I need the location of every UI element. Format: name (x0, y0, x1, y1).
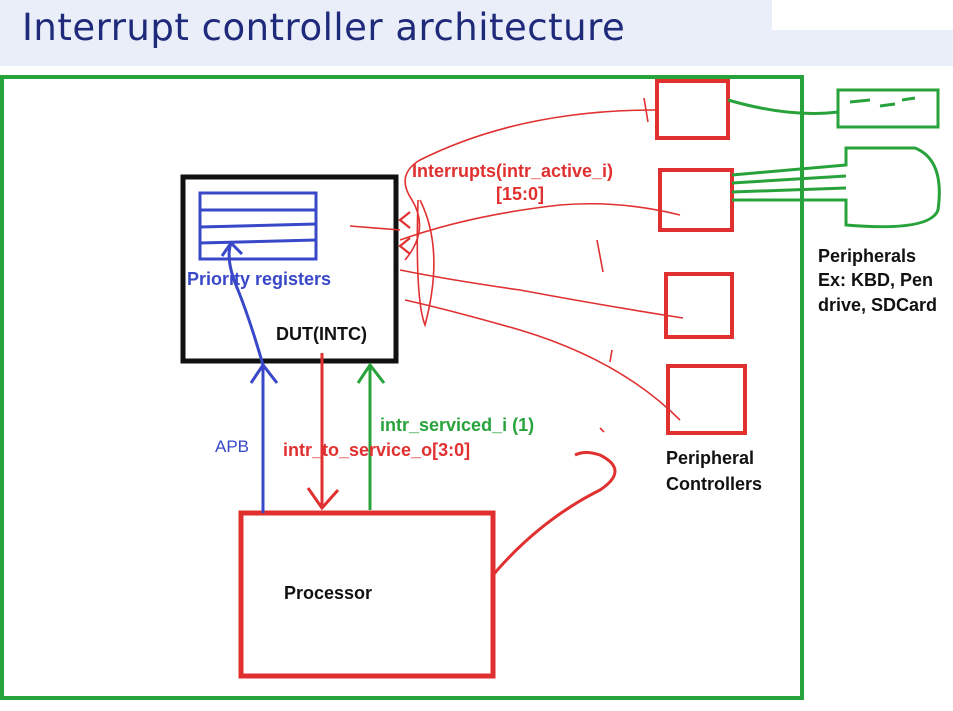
peripheral-controller-3 (664, 272, 734, 339)
priority-registers-label: Priority registers (187, 269, 332, 289)
title-band-extension (772, 30, 953, 66)
peripherals-label: Peripherals Ex: KBD, Pen drive, SDCard (818, 244, 937, 317)
interrupts-label-line2: [15:0] (496, 183, 545, 204)
interrupts-label: Interrupts(intr_active_i) [15:0] (412, 160, 613, 205)
peripheral-controller-1 (655, 79, 730, 140)
peripheral-controller-2 (658, 168, 734, 232)
interrupt-lines (349, 97, 684, 433)
dut-box (180, 174, 399, 364)
processor-box (238, 510, 496, 679)
peripheral-devices (727, 88, 941, 229)
intr-serviced-label: intr_serviced_i (1) (380, 415, 535, 435)
intr-to-service-label: intr_to_service_o[3:0] (283, 440, 471, 460)
peripherals-label-line1: Peripherals (818, 246, 917, 266)
peripheral-controllers-label: Peripheral Controllers (666, 445, 762, 497)
interrupts-label-line1: Interrupts(intr_active_i) (412, 161, 614, 181)
interrupt-arrowheads (398, 211, 411, 255)
peripheral-controllers-label-line2: Controllers (666, 474, 763, 495)
processor-feedback-line (491, 451, 617, 576)
dut-label: DUT(INTC) (276, 324, 367, 344)
intr-to-service-arrow (306, 353, 340, 511)
slide-title: Interrupt controller architecture (22, 6, 626, 49)
peripherals-label-line3: drive, SDCard (818, 294, 938, 315)
peripheral-controllers-label-line1: Peripheral (666, 448, 755, 468)
title-band (0, 0, 772, 66)
system-boundary (0, 75, 804, 700)
processor-label: Processor (284, 583, 373, 603)
peripheral-controller-4 (666, 364, 747, 435)
apb-connection (220, 240, 279, 513)
priority-registers-icon (198, 191, 318, 261)
intr-serviced-arrow (356, 362, 386, 510)
apb-label: APB (215, 437, 250, 456)
peripherals-label-line2: Ex: KBD, Pen (818, 270, 934, 291)
